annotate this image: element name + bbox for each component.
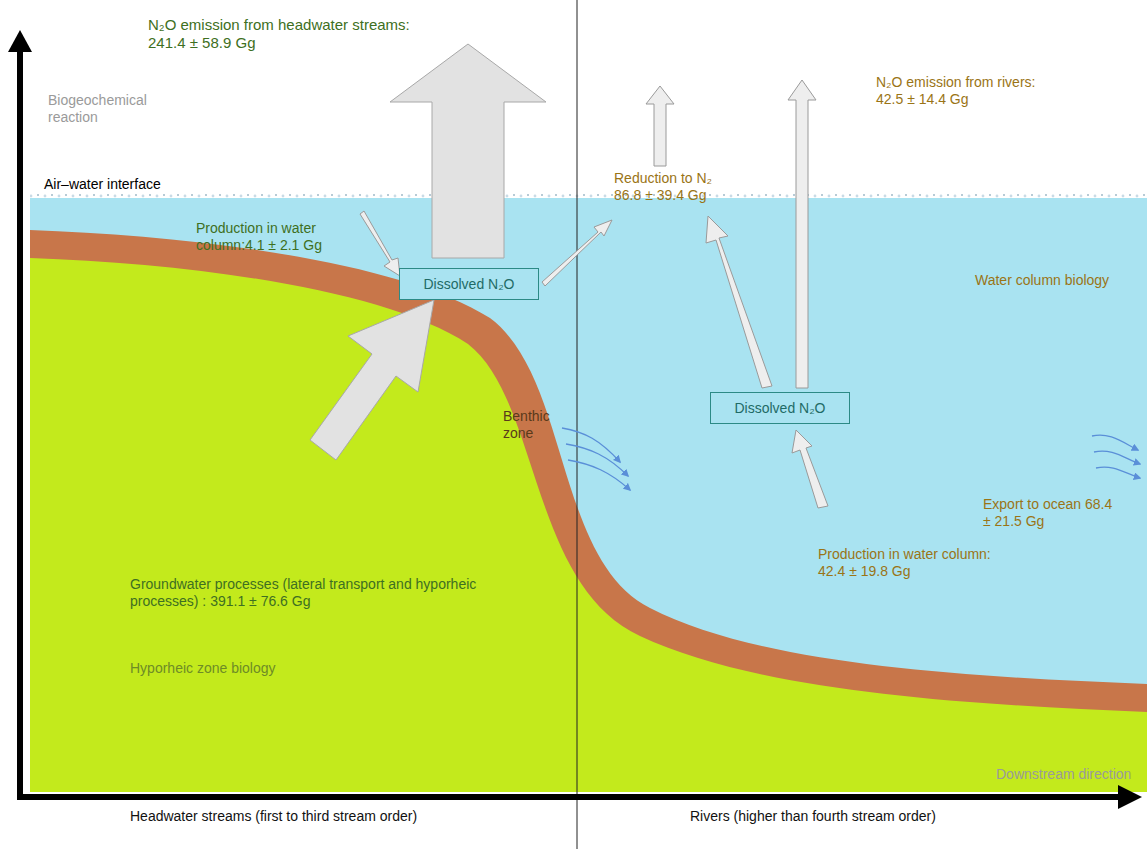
flux-arrow bbox=[542, 220, 612, 286]
x-axis bbox=[17, 794, 1122, 800]
water-body bbox=[30, 198, 1147, 792]
process-box: Dissolved N₂O bbox=[399, 268, 539, 300]
flux-arrow bbox=[390, 44, 546, 258]
box-text: Dissolved N₂O bbox=[734, 400, 825, 416]
flux-label: Production in water column:4.1 ± 2.1 Gg bbox=[196, 220, 376, 254]
section-label: Headwater streams (first to third stream… bbox=[130, 808, 510, 825]
zone-label: Hyporheic zone biology bbox=[130, 660, 350, 677]
section-label: Rivers (higher than fourth stream order) bbox=[690, 808, 1070, 825]
air-water-interface bbox=[30, 194, 1147, 202]
axis-label: Biogeochemical reaction bbox=[48, 92, 188, 126]
flux-arrow bbox=[792, 430, 828, 508]
process-box: Dissolved N₂O bbox=[710, 392, 850, 424]
flux-label: N₂O emission from headwater streams: 241… bbox=[148, 16, 438, 52]
hyporheic-ground bbox=[30, 258, 1147, 792]
flux-arrow bbox=[788, 80, 816, 388]
flux-arrow bbox=[310, 300, 434, 460]
interface-label: Air–water interface bbox=[44, 176, 204, 193]
divider-line bbox=[577, 0, 578, 849]
flux-label: Reduction to N₂ 86.8 ± 39.4 Gg bbox=[614, 170, 736, 204]
benthic-band bbox=[30, 230, 1147, 792]
flux-arrow bbox=[360, 211, 400, 276]
box-text: Dissolved N₂O bbox=[423, 276, 514, 292]
axis-label: Downstream direction bbox=[996, 766, 1141, 783]
flux-label: Export to ocean 68.4 ± 21.5 Gg bbox=[983, 496, 1113, 530]
zone-label: Water column biology bbox=[975, 272, 1145, 289]
y-axis-head bbox=[8, 30, 32, 52]
flux-arrow bbox=[646, 86, 674, 166]
flux-arrow bbox=[706, 216, 772, 388]
flow-arrows bbox=[562, 428, 1140, 490]
flux-label: Production in water column: 42.4 ± 19.8 … bbox=[818, 546, 993, 580]
y-axis bbox=[17, 48, 23, 797]
flux-label: Groundwater processes (lateral transport… bbox=[130, 576, 480, 610]
x-axis-head bbox=[1118, 785, 1142, 809]
zone-label: Benthic zone bbox=[503, 408, 565, 442]
flux-label: N₂O emission from rivers: 42.5 ± 14.4 Gg bbox=[876, 74, 1046, 108]
